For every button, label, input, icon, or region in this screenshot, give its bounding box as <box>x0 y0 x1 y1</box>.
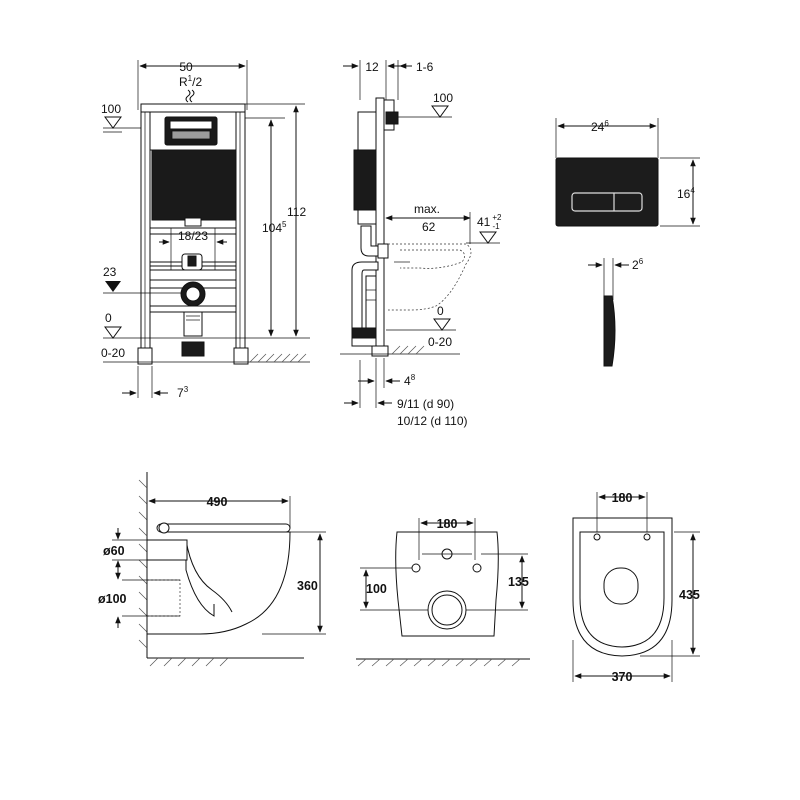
flush-plate-view: 246 164 26 <box>555 118 700 367</box>
top-length-label: 435 <box>679 588 700 602</box>
bowl-outline <box>146 531 291 635</box>
bowl-side-view: 490 ø60 ø100 360 <box>98 472 326 667</box>
water-inlet-icon <box>185 89 191 103</box>
top-bolt-right <box>643 533 651 541</box>
flush-plate <box>555 157 659 227</box>
level-marker-icon <box>104 116 122 129</box>
side-level-top-label: 100 <box>433 91 453 105</box>
bowl-opening <box>603 567 639 605</box>
side-level-floor-label: 0 <box>437 304 444 318</box>
flush-plate-side <box>603 295 616 367</box>
level-top-label: 100 <box>101 102 121 116</box>
bolt-hole-right <box>472 563 482 573</box>
diameter-60-label: ø60 <box>103 544 125 558</box>
pipe-110-label: 10/12 (d 110) <box>397 414 468 428</box>
pipe-spacing-label: 18/23 <box>178 229 208 243</box>
bolt-hole-left <box>411 563 421 573</box>
level-mid-label: 23 <box>103 265 117 279</box>
foot-offset-label: 73 <box>177 385 189 400</box>
side-cistern <box>353 149 377 211</box>
flush-buttons <box>571 192 643 212</box>
bowl-top-outline <box>572 517 673 657</box>
side-level-range-label: 0-20 <box>428 335 452 349</box>
toilet-lid <box>156 523 291 533</box>
top-width-label: 370 <box>612 670 633 684</box>
bowl-back-outline <box>395 531 499 637</box>
frame-side-view: 12 1-6 100 max. 62 41+2-1 <box>340 60 502 428</box>
side-level-floor-icon <box>433 318 451 331</box>
bowl-top-view: 180 435 370 <box>572 491 700 684</box>
side-bowl-outline <box>388 243 472 311</box>
plate-height-label: 164 <box>677 186 695 201</box>
level-41-icon <box>479 231 497 244</box>
bowl-inner-line <box>185 539 233 613</box>
drain-bend <box>181 341 205 357</box>
thread-r-label: R1/2 <box>179 74 202 89</box>
depth-12-label: 12 <box>365 60 379 74</box>
side-drain-pipe <box>351 261 379 329</box>
bowl-height-label: 360 <box>297 579 318 593</box>
pipe-90-label: 9/11 (d 90) <box>397 397 454 411</box>
top-bolt-left <box>593 533 601 541</box>
depth-range-label: 1-6 <box>416 60 434 74</box>
plate-thickness-label: 26 <box>632 257 644 272</box>
plate-width-label: 246 <box>591 119 609 134</box>
back-bolt-spacing-label: 180 <box>437 517 458 531</box>
offset-48-label: 48 <box>404 373 416 388</box>
frame-left-post <box>140 103 151 363</box>
bowl-back-view: 180 100 135 <box>356 517 530 667</box>
diameter-100-label: ø100 <box>98 592 127 606</box>
drain-pipe <box>183 311 203 337</box>
drain-outlet-back <box>427 590 467 630</box>
cistern-tank <box>151 149 237 221</box>
level-41-label: 41+2-1 <box>477 213 502 231</box>
level-range-label: 0-20 <box>101 346 125 360</box>
back-height-100-label: 100 <box>366 582 387 596</box>
back-height-135-label: 135 <box>508 575 529 589</box>
level-marker-filled-icon <box>105 281 121 292</box>
side-post <box>375 97 385 355</box>
level-floor-label: 0 <box>105 311 112 325</box>
bowl-length-label: 490 <box>207 495 228 509</box>
frame-front-view: 50 R1/2 100 18/23 <box>101 60 310 400</box>
height-inner-label: 1045 <box>262 220 287 235</box>
side-level-marker-icon <box>431 105 449 118</box>
width-label: 50 <box>179 60 193 74</box>
max-value-label: 62 <box>422 220 436 234</box>
max-label: max. <box>414 202 440 216</box>
frame-right-post <box>235 103 246 363</box>
height-total-label: 112 <box>287 205 306 219</box>
level-floor-icon <box>104 326 122 339</box>
top-bolt-spacing-label: 180 <box>612 491 633 505</box>
